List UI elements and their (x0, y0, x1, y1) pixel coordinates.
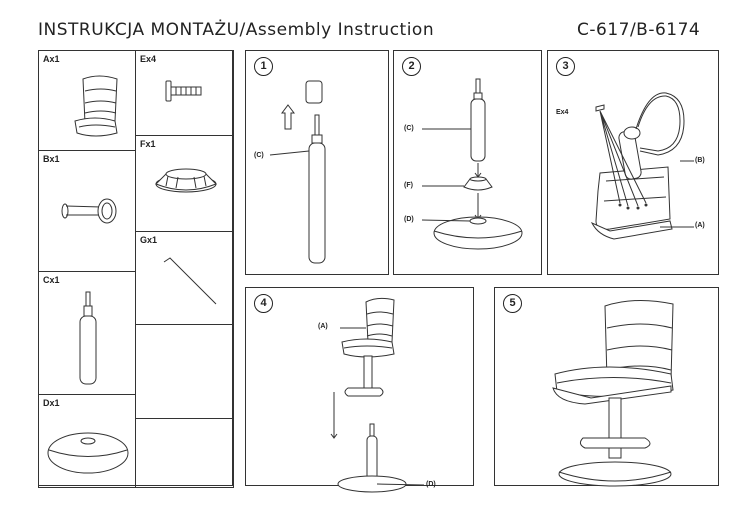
step-2-illustration (421, 78, 523, 250)
part-a-label: Ax1 (43, 54, 60, 64)
gas-lift-illustration (79, 291, 97, 385)
empty-cell-2 (135, 418, 234, 488)
part-f-label: Fx1 (140, 139, 156, 149)
part-g-label: Gx1 (140, 235, 158, 245)
step-2-callout-c: (C) (404, 125, 414, 132)
part-e-label: Ex4 (140, 54, 157, 64)
step-3-panel: 3 Ex4 (B) (A) (547, 50, 719, 275)
part-b-label: Bx1 (43, 154, 60, 164)
document-title: INSTRUKCJA MONTAŻU/Assembly Instruction (38, 20, 435, 40)
base-illustration (47, 432, 129, 474)
step-1-illustration (269, 80, 326, 264)
step-3-callout-b: (B) (695, 157, 705, 164)
step-5-illustration (552, 299, 674, 487)
step-1-number: 1 (254, 57, 273, 76)
step-3-callout-a: (A) (695, 222, 705, 229)
screw-illustration (165, 80, 202, 102)
seat-illustration (74, 75, 118, 137)
part-g-cell: Gx1 (135, 231, 234, 325)
empty-cell-1 (135, 324, 234, 419)
step-3-number: 3 (556, 57, 575, 76)
part-b-cell: Bx1 (38, 150, 136, 272)
step-3-callout-e: Ex4 (556, 109, 569, 116)
step-4-illustration (330, 297, 425, 493)
step-2-number: 2 (402, 57, 421, 76)
step-2-callout-f: (F) (404, 182, 413, 189)
step-2-callout-d: (D) (404, 216, 414, 223)
hex-key-illustration (163, 257, 217, 305)
step-1-panel: 1 (C) (245, 50, 389, 275)
step-1-callout-c: (C) (254, 152, 264, 159)
part-e-cell: Ex4 (135, 50, 234, 136)
step-3-illustration (590, 92, 694, 240)
part-c-label: Cx1 (43, 275, 60, 285)
model-number: C-617/B-6174 (577, 20, 701, 40)
step-4-callout-d: (D) (426, 481, 436, 488)
part-c-cell: Cx1 (38, 271, 136, 395)
step-4-panel: 4 (A) (D) (245, 287, 474, 493)
part-f-cell: Fx1 (135, 135, 234, 232)
part-a-cell: Ax1 (38, 50, 136, 151)
cover-ring-illustration (155, 168, 217, 193)
step-5-number: 5 (503, 294, 522, 313)
part-d-label: Dx1 (43, 398, 60, 408)
step-5-panel: 5 (494, 287, 719, 487)
step-4-callout-a: (A) (318, 323, 328, 330)
parts-panel: Ax1 Bx1 Cx1 Dx1 Ex4 (38, 50, 234, 488)
step-2-panel: 2 (C) (F) (D) (393, 50, 542, 275)
step-4-number: 4 (254, 294, 273, 313)
footrest-illustration (61, 198, 117, 224)
part-d-cell: Dx1 (38, 394, 136, 488)
